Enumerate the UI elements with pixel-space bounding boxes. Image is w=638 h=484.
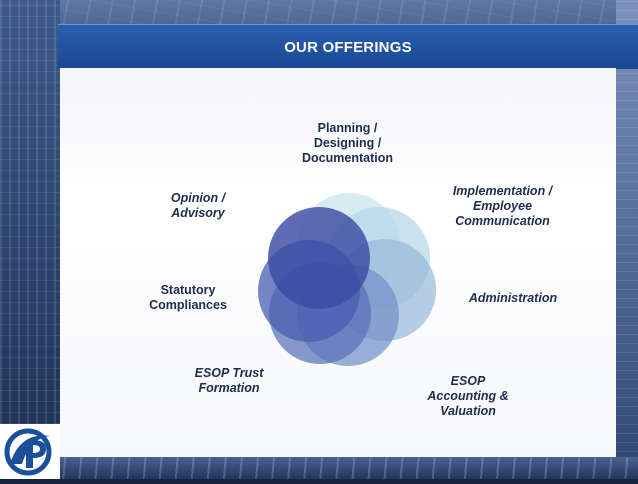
- offering-statutory-line2: Compliances: [149, 298, 227, 312]
- offering-accounting: ESOP Accounting & Valuation: [418, 374, 518, 419]
- offering-implementation-line1: Implementation /: [452, 184, 553, 198]
- offering-statutory-line1: Statutory: [160, 283, 216, 297]
- offering-accounting-line3: Valuation: [440, 404, 496, 418]
- offering-trust-line1: ESOP Trust: [194, 366, 264, 380]
- offering-implementation-line3: Communication: [455, 214, 550, 228]
- logo-icon: [4, 428, 52, 476]
- offering-trust: ESOP Trust Formation: [183, 366, 275, 396]
- offering-opinion-line1: Opinion /: [170, 191, 226, 205]
- background-bottom: [0, 457, 638, 479]
- offering-accounting-line1: ESOP: [450, 374, 486, 388]
- petal-opinion: [268, 207, 370, 309]
- offering-planning-line2: Designing /: [313, 136, 382, 150]
- offering-implementation: Implementation / Employee Communication: [440, 184, 565, 229]
- header-bar: OUR OFFERINGS: [58, 24, 638, 69]
- offering-opinion-line2: Advisory: [171, 206, 225, 220]
- offering-trust-line2: Formation: [198, 381, 260, 395]
- background-left: [0, 0, 60, 479]
- offering-planning-line3: Documentation: [302, 151, 393, 165]
- offering-statutory: Statutory Compliances: [138, 283, 238, 313]
- company-logo: [0, 424, 60, 479]
- page-title: OUR OFFERINGS: [284, 38, 412, 56]
- offering-planning-line1: Planning /: [317, 121, 378, 135]
- offering-administration: Administration: [458, 291, 568, 306]
- offering-opinion: Opinion / Advisory: [158, 191, 238, 221]
- offering-administration-line1: Administration: [468, 291, 558, 305]
- background-right: [616, 0, 638, 479]
- offering-accounting-line2: Accounting &: [427, 389, 509, 403]
- offering-implementation-line2: Employee: [472, 199, 533, 213]
- offering-planning: Planning / Designing / Documentation: [290, 121, 405, 166]
